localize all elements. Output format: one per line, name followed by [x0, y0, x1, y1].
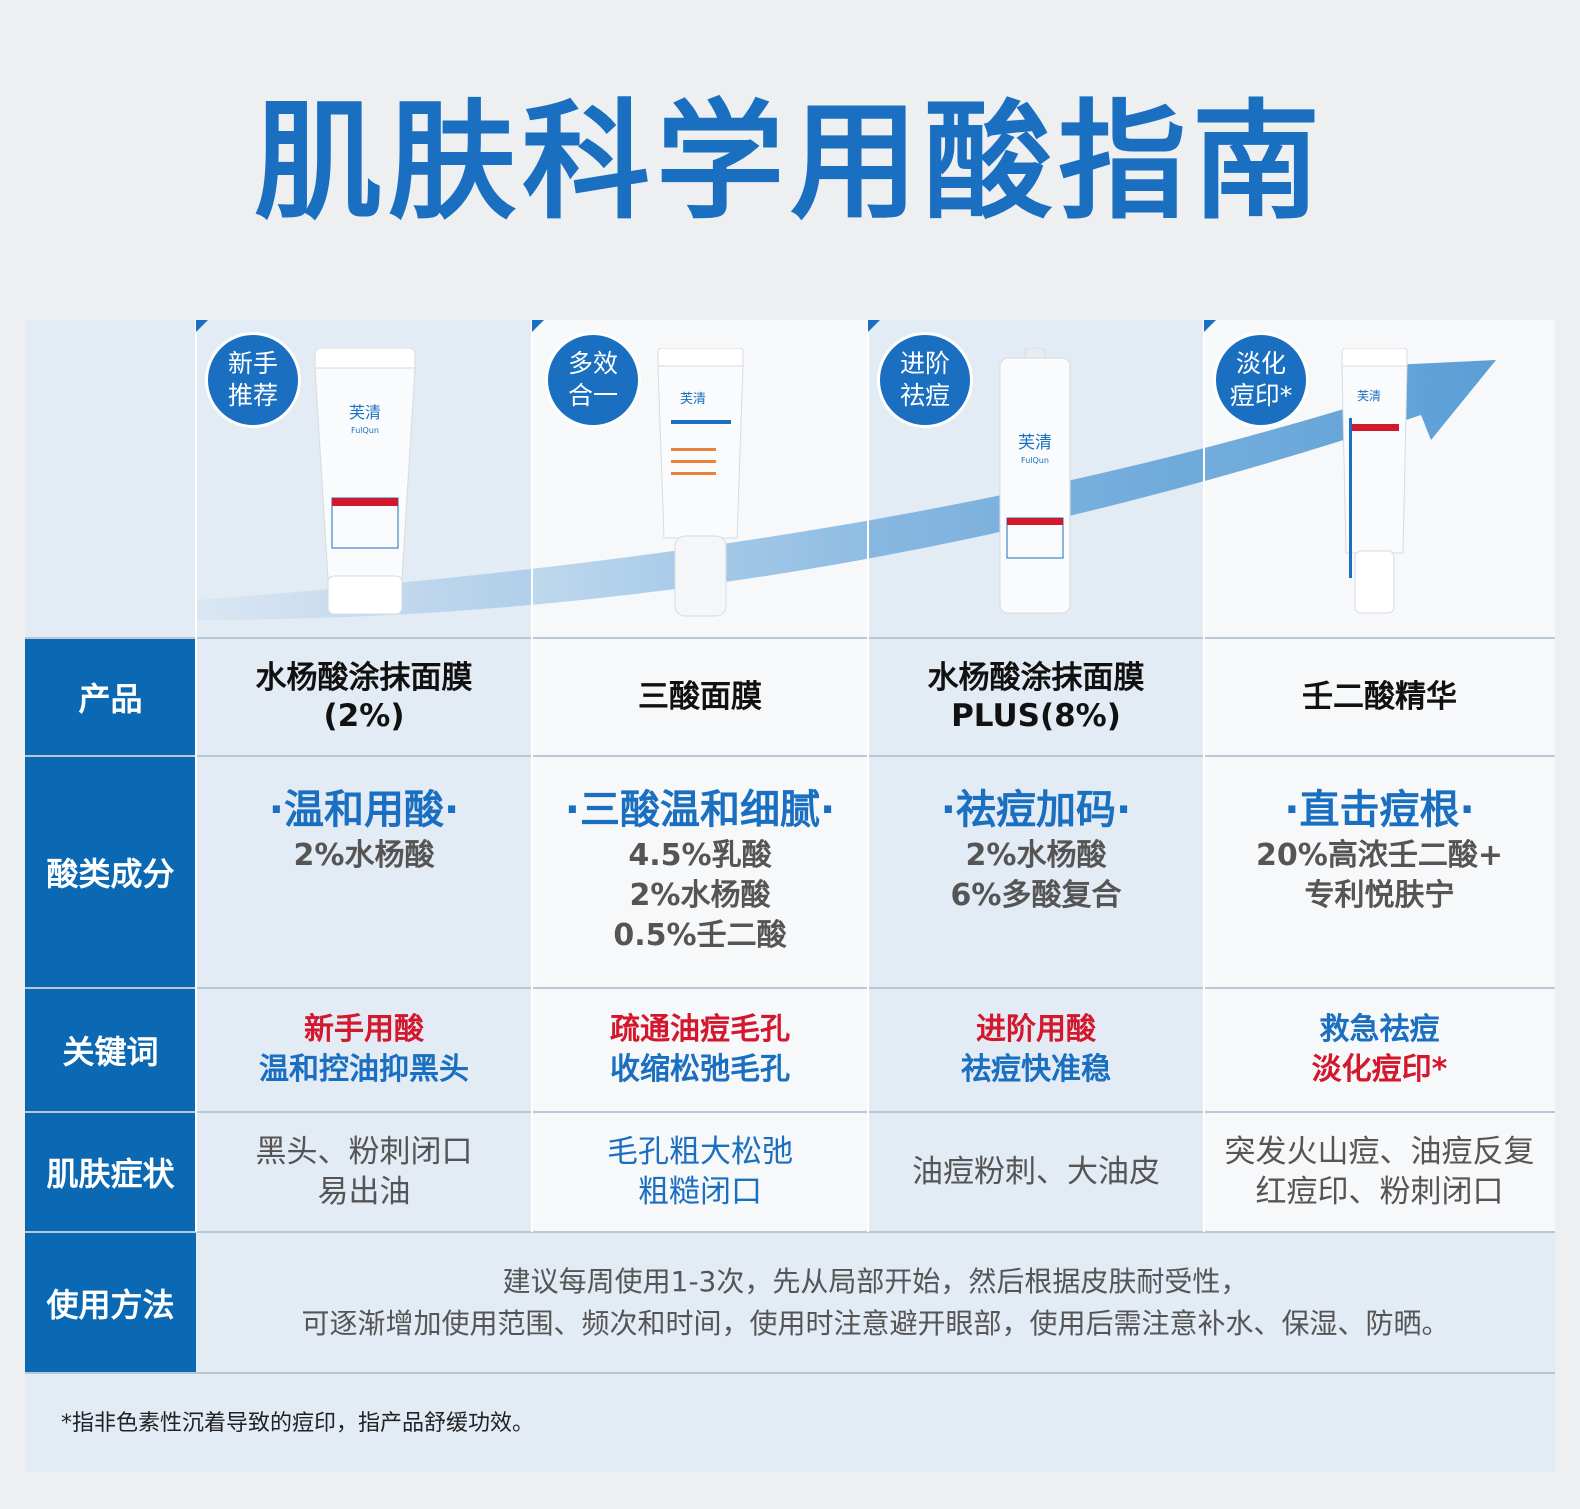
product-name: 三酸面膜 [638, 679, 762, 715]
acid-line: 6%多酸复合 [950, 878, 1122, 913]
badge-new-user: 新手 推荐 [205, 332, 301, 428]
row-label-product: 产品 [25, 638, 196, 756]
badge-multi-effect: 多效 合一 [545, 332, 641, 428]
acid-line: 2%水杨酸 [293, 838, 435, 873]
symptom: 突发火山痘、油痘反复 [1224, 1134, 1535, 1170]
acid-title: ·祛痘加码· [940, 787, 1132, 833]
keywords-cell: 救急祛痘 淡化痘印* [1204, 988, 1555, 1112]
footnote: *指非色素性沉着导致的痘印，指产品舒缓功效。 [61, 1411, 535, 1436]
product-name: (2%) [323, 698, 405, 734]
keyword: 救急祛痘 [1319, 1012, 1440, 1047]
row-divider [25, 755, 1555, 757]
keyword: 祛痘快准稳 [961, 1052, 1111, 1087]
acid-title: ·温和用酸· [268, 787, 460, 833]
keyword: 新手用酸 [304, 1012, 424, 1047]
page-title: 肌肤科学用酸指南 [253, 88, 1326, 237]
product-name-cell: 水杨酸涂抹面膜 (2%) [196, 638, 532, 756]
keyword: 进阶用酸 [976, 1012, 1096, 1047]
svg-text:芙清: 芙清 [680, 392, 706, 407]
keyword: 疏通油痘毛孔 [610, 1012, 790, 1047]
acid-cell: ·三酸温和细腻· 4.5%乳酸 2%水杨酸 0.5%壬二酸 [532, 756, 868, 988]
row-label-keywords: 关键词 [25, 988, 196, 1112]
product-name-cell: 壬二酸精华 [1204, 638, 1555, 756]
acid-line: 0.5%壬二酸 [613, 918, 787, 953]
usage-line: 建议每周使用1-3次，先从局部开始，然后根据皮肤耐受性， [502, 1264, 1249, 1298]
corner-marker [1204, 320, 1216, 332]
svg-text:芙清: 芙清 [1018, 433, 1052, 453]
symptoms-cell: 油痘粉刺、大油皮 [868, 1112, 1204, 1232]
corner-marker [196, 320, 208, 332]
acid-cell: ·直击痘根· 20%高浓壬二酸+ 专利悦肤宁 [1204, 756, 1555, 988]
symptom: 红痘印、粉刺闭口 [1255, 1174, 1504, 1210]
keyword: 收缩松弛毛孔 [610, 1052, 790, 1087]
corner-marker [532, 320, 544, 332]
product-name: PLUS(8%) [951, 698, 1121, 734]
keywords-cell: 疏通油痘毛孔 收缩松弛毛孔 [532, 988, 868, 1112]
product-image-azelaic-serum: 芙清 [1341, 348, 1408, 614]
column-divider [531, 320, 533, 1232]
symptoms-cell: 毛孔粗大松弛 粗糙闭口 [532, 1112, 868, 1232]
badge-text: 痘印* [1229, 381, 1293, 410]
acid-line: 2%水杨酸 [629, 878, 771, 913]
symptom: 油痘粉刺、大油皮 [912, 1154, 1160, 1190]
product-image-plus-mask: 芙清 FulQun [999, 348, 1071, 614]
badge-text: 合一 [567, 381, 618, 410]
row-divider [25, 987, 1555, 989]
symptoms-cell: 黑头、粉刺闭口 易出油 [196, 1112, 532, 1232]
product-name: 水杨酸涂抹面膜 [927, 660, 1145, 696]
badge-text: 淡化 [1235, 349, 1286, 378]
corner-marker [868, 320, 880, 332]
badge-text: 新手 [227, 349, 278, 378]
acid-title: ·三酸温和细腻· [564, 787, 836, 833]
symptom: 黑头、粉刺闭口 [255, 1134, 473, 1170]
badge-text: 多效 [567, 349, 618, 378]
column-divider [195, 320, 197, 1232]
badge-text: 推荐 [227, 381, 278, 410]
symptoms-cell: 突发火山痘、油痘反复 红痘印、粉刺闭口 [1204, 1112, 1555, 1232]
row-label-acid: 酸类成分 [25, 756, 196, 988]
svg-text:FulQun: FulQun [351, 426, 379, 435]
usage-line: 可逐渐增加使用范围、频次和时间，使用时注意避开眼部，使用后需注意补水、保湿、防晒… [301, 1306, 1450, 1340]
comparison-table: 产品 酸类成分 关键词 肌肤症状 使用方法 新手 推荐 芙清 FulQun 水杨… [25, 320, 1555, 1472]
row-label-usage: 使用方法 [25, 1232, 196, 1373]
row-divider [25, 1231, 1555, 1233]
svg-text:芙清: 芙清 [1357, 389, 1381, 403]
badge-advanced: 进阶 祛痘 [877, 332, 973, 428]
keywords-cell: 新手用酸 温和控油抑黑头 [196, 988, 532, 1112]
acid-line: 专利悦肤宁 [1304, 878, 1455, 913]
product-name: 壬二酸精华 [1302, 679, 1457, 715]
acid-line: 20%高浓壬二酸+ [1256, 838, 1503, 873]
acid-line: 4.5%乳酸 [628, 838, 772, 873]
keyword: 温和控油抑黑头 [259, 1052, 469, 1087]
svg-text:FulQun: FulQun [1021, 456, 1049, 465]
keywords-cell: 进阶用酸 祛痘快准稳 [868, 988, 1204, 1112]
badge-text: 进阶 [899, 349, 950, 378]
symptom: 易出油 [317, 1174, 411, 1210]
product-image-salicylic-mask: 芙清 FulQun [314, 348, 416, 615]
column-divider [1203, 320, 1205, 1232]
badge-text: 祛痘 [899, 381, 950, 410]
row-divider [25, 637, 1555, 639]
row-divider [25, 1111, 1555, 1113]
progress-arrow-graphic [196, 360, 1496, 620]
badge-fade-marks: 淡化 痘印* [1213, 332, 1309, 428]
svg-text:芙清: 芙清 [349, 403, 381, 422]
usage-cell: 建议每周使用1-3次，先从局部开始，然后根据皮肤耐受性， 可逐渐增加使用范围、频… [196, 1232, 1555, 1373]
keyword: 淡化痘印* [1311, 1052, 1448, 1087]
acid-line: 2%水杨酸 [965, 838, 1107, 873]
product-name: 水杨酸涂抹面膜 [255, 660, 473, 696]
product-name-cell: 水杨酸涂抹面膜 PLUS(8%) [868, 638, 1204, 756]
acid-cell: ·祛痘加码· 2%水杨酸 6%多酸复合 [868, 756, 1204, 988]
row-label-symptoms: 肌肤症状 [25, 1112, 196, 1232]
acid-cell: ·温和用酸· 2%水杨酸 [196, 756, 532, 988]
symptom: 毛孔粗大松弛 [607, 1134, 793, 1170]
row-divider [25, 1372, 1555, 1374]
column-divider [867, 320, 869, 1232]
product-image-triple-acid-mask: 芙清 [657, 348, 744, 617]
acid-title: ·直击痘根· [1284, 787, 1475, 833]
product-name-cell: 三酸面膜 [532, 638, 868, 756]
symptom: 粗糙闭口 [638, 1174, 762, 1210]
